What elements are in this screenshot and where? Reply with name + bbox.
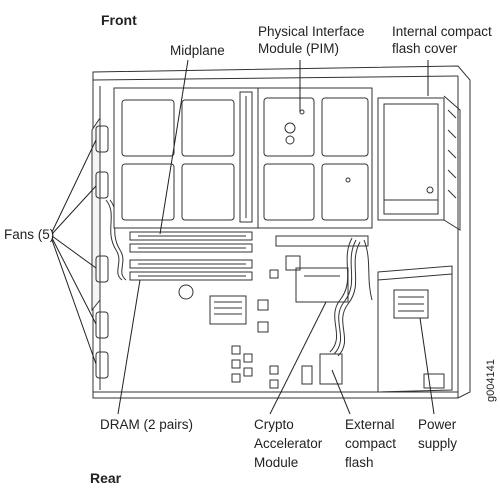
cable-harness <box>329 237 373 357</box>
external-compact-flash <box>301 353 343 385</box>
crypto-accelerator-module <box>269 255 349 303</box>
internal-cf-cover <box>377 95 461 231</box>
cf-cover-label-line2: flash cover <box>392 41 458 56</box>
fan-bay <box>91 116 127 379</box>
front-label: Front <box>101 12 137 28</box>
psu-label-line2: supply <box>418 436 458 451</box>
chassis-outline <box>92 65 471 399</box>
pim-module <box>257 87 373 247</box>
midplane <box>113 87 263 229</box>
crypto-label-line1: Crypto <box>254 417 294 432</box>
fans-label: Fans (5) <box>4 227 55 242</box>
dram-slots <box>129 231 253 281</box>
leader-lines <box>51 59 435 415</box>
pim-label-line1: Physical Interface <box>258 24 365 39</box>
psu-label-line1: Power <box>418 417 457 432</box>
pim-label-line2: Module (PIM) <box>258 41 340 56</box>
power-supply <box>377 265 453 393</box>
midplane-label: Midplane <box>170 43 225 58</box>
ext-cf-label-line1: External <box>345 417 395 432</box>
ext-cf-label-line2: compact <box>345 436 397 451</box>
rear-label: Rear <box>90 470 122 486</box>
cf-cover-label-line1: Internal compact <box>392 24 492 39</box>
mainboard-components <box>178 284 279 389</box>
crypto-label-line2: Accelerator <box>254 436 323 451</box>
ext-cf-label-line3: flash <box>345 455 374 470</box>
crypto-label-line3: Module <box>254 455 299 470</box>
dram-label: DRAM (2 pairs) <box>100 417 194 432</box>
